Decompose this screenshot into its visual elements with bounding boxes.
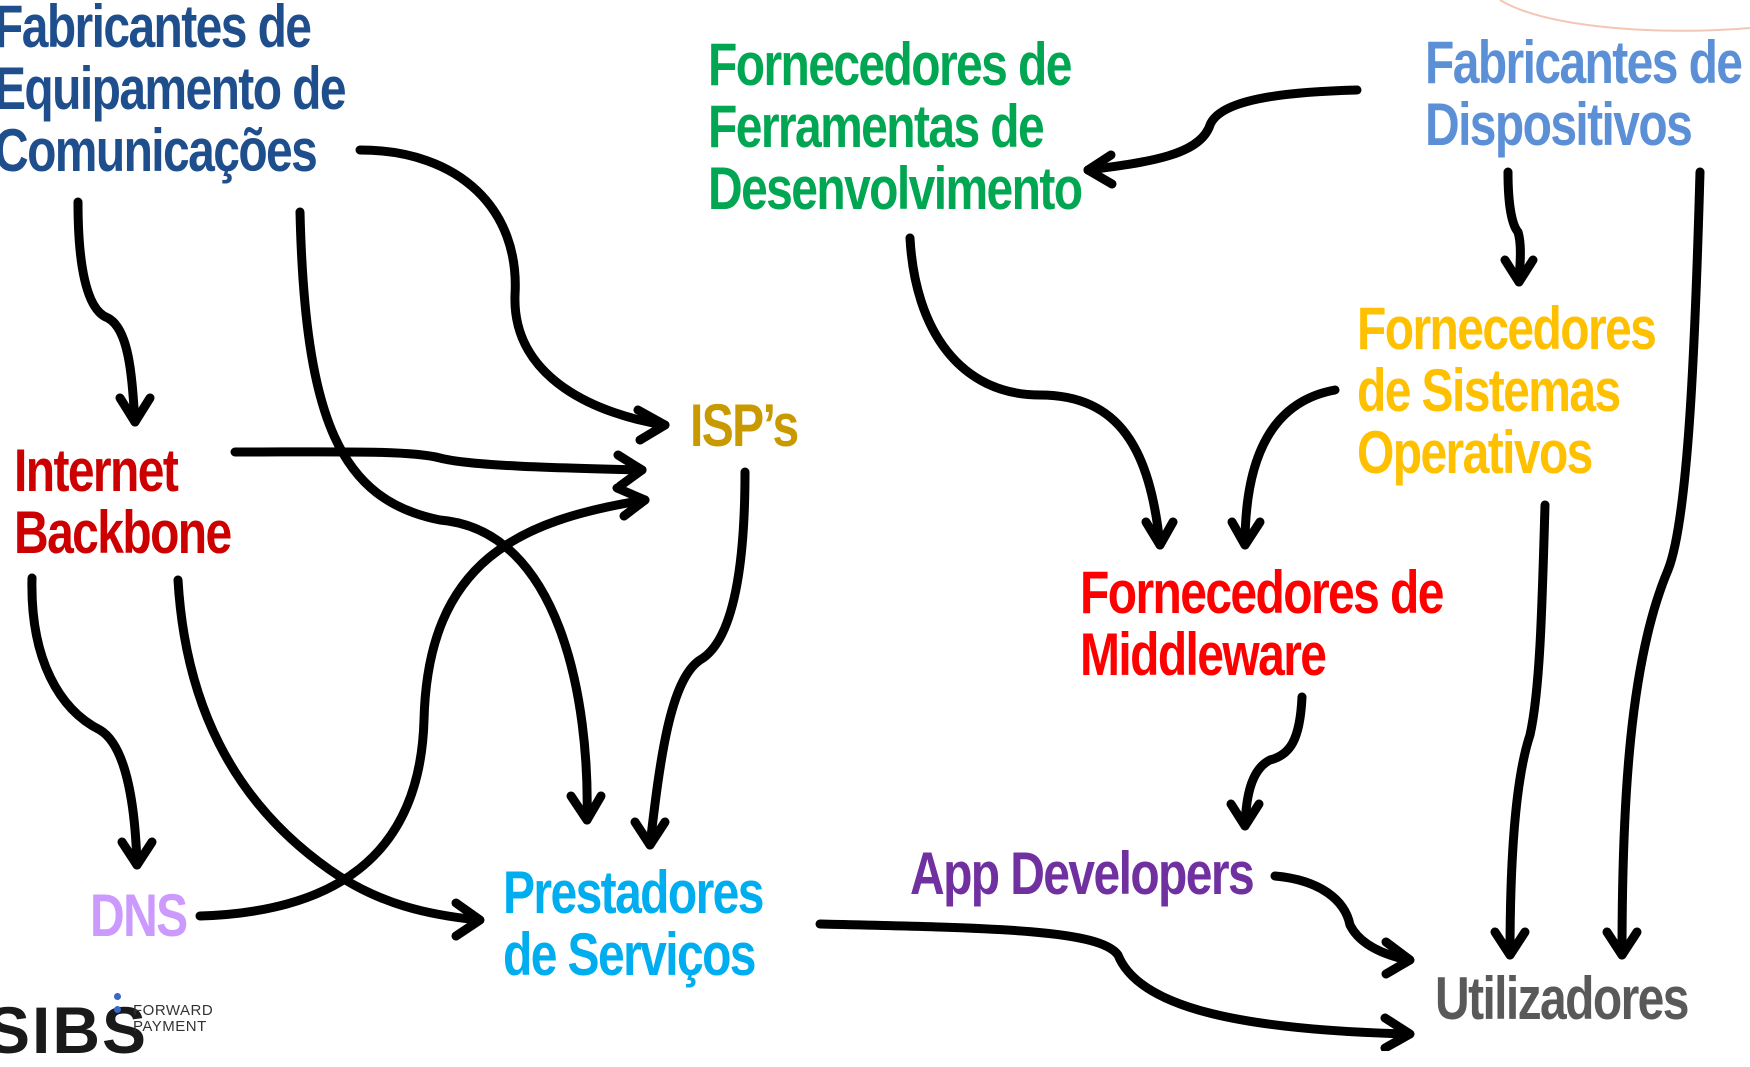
- node-os-line-3: Operativos: [1357, 419, 1593, 486]
- arrow-os-to-users: [1505, 500, 1550, 960]
- arrowhead-devices-to-devtools: [1083, 150, 1117, 189]
- node-app-developers: App Developers: [910, 840, 1255, 907]
- arrow-isps-to-services: [645, 467, 750, 850]
- node-apps-line-1: App Developers: [910, 840, 1255, 907]
- node-devtools-line-2: Ferramentas de: [708, 93, 1045, 160]
- arrow-devtools-to-middleware: [905, 233, 1165, 550]
- arrow-comm-to-services: [295, 207, 592, 825]
- arrowhead-devices-to-os: [1500, 255, 1538, 287]
- arrow-devices-to-os: [1503, 167, 1525, 287]
- arrowhead-dns-to-isps: [612, 483, 650, 521]
- node-devtools-line-3: Desenvolvimento: [708, 155, 1083, 222]
- arrowhead-devices-to-users: [1602, 927, 1642, 960]
- node-devices-line-2: Dispositivos: [1425, 91, 1693, 158]
- arrowhead-middleware-to-apps: [1226, 799, 1264, 831]
- logo-tagline-line-2: PAYMENT: [133, 1018, 207, 1035]
- arrow-backbone-to-services: [173, 575, 483, 925]
- node-isps: ISP’s: [690, 392, 799, 459]
- arrow-comm-to-backbone: [73, 197, 140, 427]
- node-internet-backbone: Internet Backbone: [14, 437, 232, 566]
- node-os-line-2: de Sistemas: [1357, 357, 1621, 424]
- decorative-arc: [1499, 0, 1750, 32]
- arrow-services-to-users: [815, 919, 1413, 1039]
- node-os-providers: Fornecedores de Sistemas Operativos: [1357, 295, 1657, 486]
- arrowhead-backbone-to-dns: [117, 837, 157, 870]
- arrowhead-apps-to-users: [1381, 937, 1415, 979]
- sibs-logo: SIBS FORWARD PAYMENT: [0, 985, 230, 1063]
- logo-wordmark: SIBS: [0, 993, 149, 1067]
- logo-tagline: FORWARD PAYMENT: [133, 1003, 213, 1035]
- node-users: Utilizadores: [1435, 965, 1689, 1032]
- node-middleware-providers: Fornecedores de Middleware: [1080, 559, 1444, 688]
- node-service-providers: Prestadores de Serviços: [503, 859, 764, 988]
- arrow-backbone-to-dns: [27, 573, 142, 870]
- logo-dots-icon: [114, 993, 122, 1023]
- arrowhead-services-to-users: [1380, 1013, 1415, 1051]
- node-middleware-line-1: Fornecedores de: [1080, 559, 1444, 626]
- node-services-line-1: Prestadores: [503, 859, 764, 926]
- node-backbone-line-1: Internet: [14, 437, 179, 504]
- arrow-backbone-to-isps: [230, 447, 647, 475]
- arrowhead-comm-to-isps: [633, 405, 670, 445]
- logo-tagline-line-1: FORWARD: [133, 1002, 214, 1019]
- node-comm-line-1: Fabricantes de: [0, 0, 312, 60]
- node-comm-equipment-manufacturers: Fabricantes de Equipamento de Comunicaçõ…: [0, 0, 347, 184]
- arrowhead-backbone-to-isps: [613, 450, 647, 491]
- node-devices-line-1: Fabricantes de: [1425, 29, 1743, 96]
- node-comm-line-3: Comunicações: [0, 117, 318, 184]
- arrowhead-backbone-to-services: [451, 898, 485, 941]
- arrow-comm-to-isps: [355, 145, 670, 430]
- arrowhead-devtools-to-middleware: [1141, 517, 1178, 550]
- node-comm-line-2: Equipamento de: [0, 55, 347, 122]
- arrowhead-isps-to-services: [630, 817, 670, 850]
- arrowhead-os-to-middleware: [1227, 517, 1265, 550]
- arrowhead-comm-to-backbone: [115, 393, 155, 427]
- arrow-apps-to-users: [1270, 871, 1413, 965]
- node-dns: DNS: [90, 882, 188, 949]
- node-os-line-1: Fornecedores: [1357, 295, 1657, 362]
- node-device-manufacturers: Fabricantes de Dispositivos: [1425, 29, 1743, 158]
- arrow-devices-to-devtools: [1083, 85, 1362, 175]
- node-services-line-2: de Serviços: [503, 921, 756, 988]
- node-dns-line-1: DNS: [90, 882, 188, 949]
- arrow-os-to-middleware: [1240, 385, 1340, 550]
- node-users-line-1: Utilizadores: [1435, 965, 1689, 1032]
- arrowhead-os-to-users: [1490, 927, 1530, 960]
- node-devtools-providers: Fornecedores de Ferramentas de Desenvolv…: [708, 31, 1083, 222]
- node-devtools-line-1: Fornecedores de: [708, 31, 1072, 98]
- arrow-dns-to-isps: [195, 495, 650, 921]
- arrow-middleware-to-apps: [1240, 692, 1307, 831]
- node-middleware-line-2: Middleware: [1080, 621, 1327, 688]
- arrow-devices-to-users: [1617, 167, 1705, 960]
- node-isps-line-1: ISP’s: [690, 392, 799, 459]
- node-backbone-line-2: Backbone: [14, 499, 232, 566]
- arrowhead-comm-to-services: [566, 791, 606, 825]
